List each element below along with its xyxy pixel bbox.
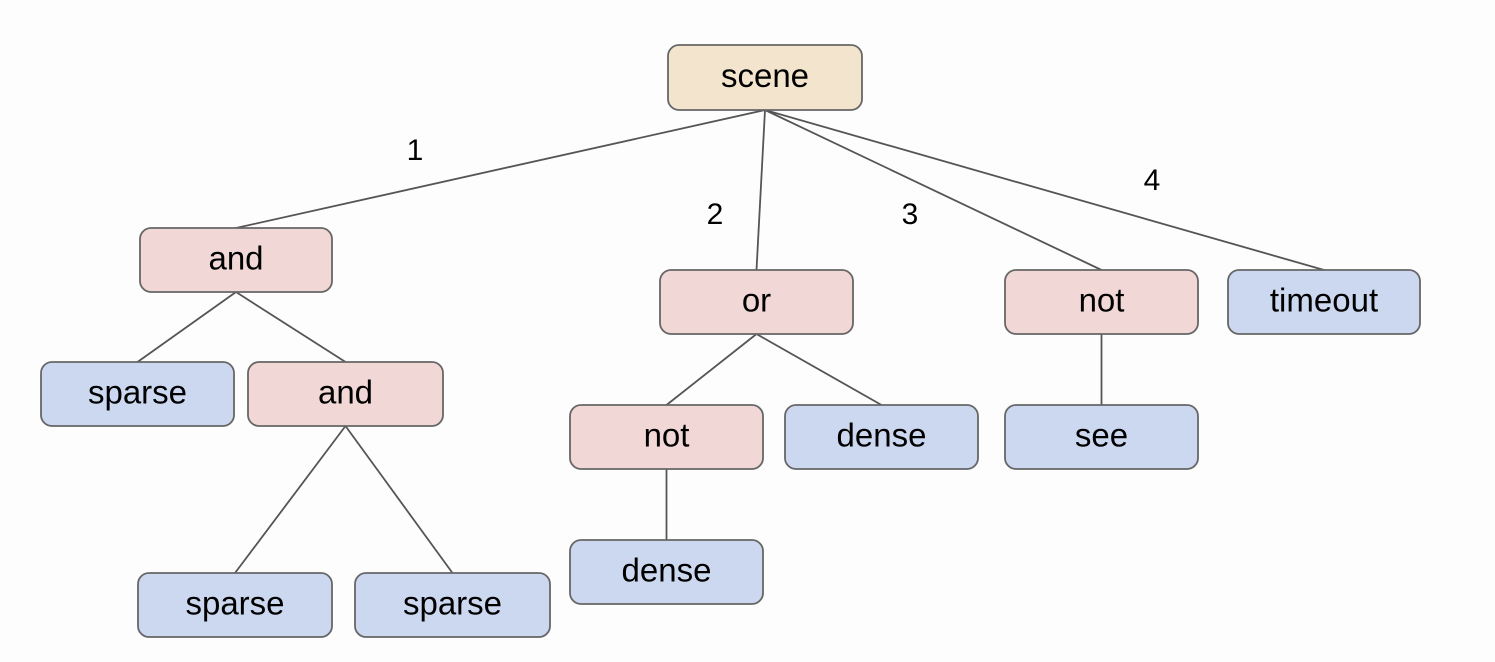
- tree-edge-or1-dense1: [755, 333, 883, 406]
- tree-node-sparse3[interactable]: sparse: [354, 572, 551, 638]
- edge-labels-layer: 1 2 3 4: [407, 134, 1161, 231]
- node-box-dense2[interactable]: [569, 539, 764, 605]
- node-box-see1[interactable]: [1004, 404, 1199, 470]
- node-label-sparse3: sparse: [403, 585, 502, 622]
- tree-node-sparse1[interactable]: sparse: [40, 361, 235, 427]
- nodes-layer: scene and or not timeout sparse and not dense see…: [40, 44, 1421, 638]
- tree-node-or1[interactable]: or: [659, 269, 854, 335]
- tree-edge-scene-timeout1: [764, 109, 1325, 271]
- node-label-not2: not: [644, 417, 690, 454]
- edges-layer: [136, 109, 1325, 574]
- edge-label-2: 2: [707, 198, 724, 231]
- node-box-not2[interactable]: [569, 404, 764, 470]
- tree-node-not1[interactable]: not: [1004, 269, 1199, 335]
- node-box-scene[interactable]: [667, 44, 863, 111]
- tree-edge-scene-or1: [755, 109, 766, 271]
- tree-edge-scene-not1: [764, 109, 1103, 271]
- tree-node-dense2[interactable]: dense: [569, 539, 764, 605]
- node-box-sparse1[interactable]: [40, 361, 235, 427]
- tree-edge-scene-and1: [235, 109, 766, 229]
- tree-node-not2[interactable]: not: [569, 404, 764, 470]
- node-box-and1[interactable]: [139, 227, 333, 293]
- tree-edge-or1-not2: [665, 333, 758, 406]
- tree-edge-and2-sparse2: [234, 425, 347, 574]
- node-label-sparse1: sparse: [88, 374, 187, 411]
- tree-node-scene[interactable]: scene: [667, 44, 863, 111]
- node-label-dense2: dense: [622, 552, 712, 589]
- node-box-and2[interactable]: [247, 361, 444, 427]
- tree-node-timeout1[interactable]: timeout: [1227, 269, 1421, 335]
- node-label-scene: scene: [721, 57, 809, 94]
- tree-node-sparse2[interactable]: sparse: [137, 572, 333, 638]
- node-box-dense1[interactable]: [784, 404, 979, 470]
- node-label-or1: or: [742, 282, 771, 319]
- node-box-sparse2[interactable]: [137, 572, 333, 638]
- tree-node-and2[interactable]: and: [247, 361, 444, 427]
- edge-label-3: 3: [902, 198, 919, 231]
- edge-label-4: 4: [1144, 164, 1161, 197]
- node-box-sparse3[interactable]: [354, 572, 551, 638]
- node-label-not1: not: [1079, 282, 1125, 319]
- node-box-not1[interactable]: [1004, 269, 1199, 335]
- tree-node-dense1[interactable]: dense: [784, 404, 979, 470]
- tree-edge-and2-sparse3: [344, 425, 454, 574]
- tree-node-see1[interactable]: see: [1004, 404, 1199, 470]
- node-label-timeout1: timeout: [1270, 282, 1378, 319]
- node-label-dense1: dense: [837, 417, 927, 454]
- node-label-and2: and: [318, 374, 373, 411]
- node-box-timeout1[interactable]: [1227, 269, 1421, 335]
- tree-edge-and1-sparse1: [136, 291, 237, 363]
- edge-label-1: 1: [407, 134, 424, 167]
- node-label-see1: see: [1075, 417, 1128, 454]
- node-label-sparse2: sparse: [185, 585, 284, 622]
- tree-edge-and1-and2: [235, 291, 347, 363]
- tree-node-and1[interactable]: and: [139, 227, 333, 293]
- node-label-and1: and: [208, 240, 263, 277]
- node-box-or1[interactable]: [659, 269, 854, 335]
